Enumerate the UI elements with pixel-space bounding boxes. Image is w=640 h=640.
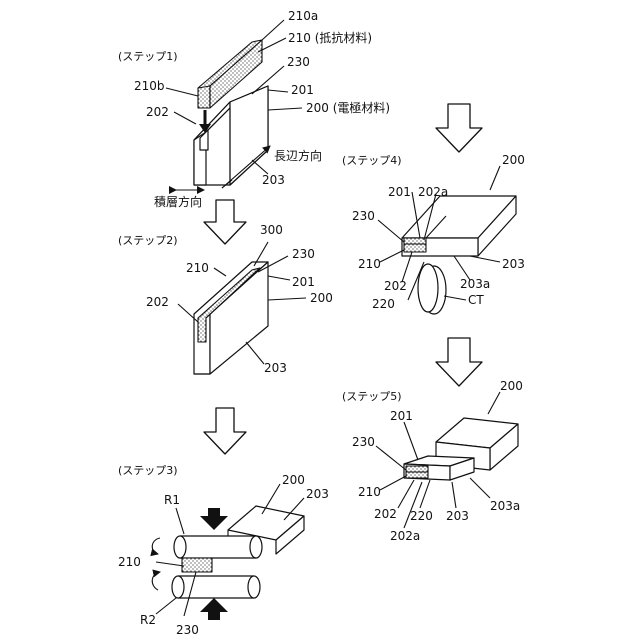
label-210b: 210b [134, 79, 165, 93]
step2-title: (ステップ2) [118, 234, 178, 247]
label-203a-s5: 203a [490, 499, 520, 513]
label-202: 202 [146, 105, 169, 119]
step1-title: (ステップ1) [118, 50, 178, 63]
down-arrow-3 [436, 104, 482, 152]
step5-title: (ステップ5) [342, 390, 402, 403]
label-201-s2: 201 [292, 275, 315, 289]
label-200-s4: 200 [502, 153, 525, 167]
label-200-s3: 200 [282, 473, 305, 487]
label-203a-s4: 203a [460, 277, 490, 291]
step3-group: (ステップ3) 20 [118, 464, 329, 637]
label-230-s4: 230 [352, 209, 375, 223]
label-201: 201 [291, 83, 314, 97]
label-230-s3: 230 [176, 623, 199, 637]
label-220-s4: 220 [372, 297, 395, 311]
resistive-strip-s3 [182, 558, 212, 572]
press-arrow-bottom [200, 598, 228, 620]
step2-group: (ステップ2) 300 230 210 201 200 202 203 [118, 223, 333, 375]
label-203-s4: 203 [502, 257, 525, 271]
plate-200-s5 [404, 418, 518, 480]
label-300: 300 [260, 223, 283, 237]
step4-title: (ステップ4) [342, 154, 402, 167]
label-203-s2: 203 [264, 361, 287, 375]
label-CT: CT [468, 293, 484, 307]
label-203-s3: 203 [306, 487, 329, 501]
label-210-s5: 210 [358, 485, 381, 499]
label-200-s2: 200 [310, 291, 333, 305]
label-210-s3: 210 [118, 555, 141, 569]
label-220-s5: 220 [410, 509, 433, 523]
down-arrow-1 [204, 200, 246, 244]
label-201-s4: 201 [388, 185, 411, 199]
roller-R2 [172, 576, 260, 598]
rotation-arrow-R1 [152, 538, 160, 554]
label-202-s2: 202 [146, 295, 169, 309]
label-202a-s4: 202a [418, 185, 448, 199]
label-201-s5: 201 [390, 409, 413, 423]
label-210-resistive: 210 (抵抗材料) [288, 30, 372, 45]
label-200-electrode: 200 (電極材料) [306, 100, 390, 115]
press-arrow-top [200, 508, 228, 530]
cutter-CT [418, 264, 446, 314]
label-R2: R2 [140, 613, 156, 627]
label-230: 230 [287, 55, 310, 69]
label-203-s5: 203 [446, 509, 469, 523]
label-202-s5: 202 [374, 507, 397, 521]
label-210-s2: 210 [186, 261, 209, 275]
down-arrow-2 [204, 408, 246, 454]
label-230-s5: 230 [352, 435, 375, 449]
label-stack-direction: 積層方向 [154, 194, 202, 209]
step5-group: (ステップ5) 200 201 230 210 203a 202 220 203 [342, 379, 523, 543]
roller-R1 [174, 536, 262, 558]
electrode-with-resistor [194, 262, 268, 374]
label-203: 203 [262, 173, 285, 187]
label-210-s4: 210 [358, 257, 381, 271]
label-long-direction: 長辺方向 [274, 148, 322, 163]
plate-200-s4 [402, 196, 516, 256]
step4-group: (ステップ4) 200 201 202a 230 210 203 [342, 153, 525, 314]
rotation-arrow-R2 [152, 572, 160, 590]
step1-group: (ステップ1) [118, 9, 390, 209]
step3-title: (ステップ3) [118, 464, 178, 477]
label-230-s2: 230 [292, 247, 315, 261]
label-202-s4: 202 [384, 279, 407, 293]
label-210a: 210a [288, 9, 318, 23]
down-arrow-4 [436, 338, 482, 386]
label-R1: R1 [164, 493, 180, 507]
label-202a-s5: 202a [390, 529, 420, 543]
label-200-s5: 200 [500, 379, 523, 393]
